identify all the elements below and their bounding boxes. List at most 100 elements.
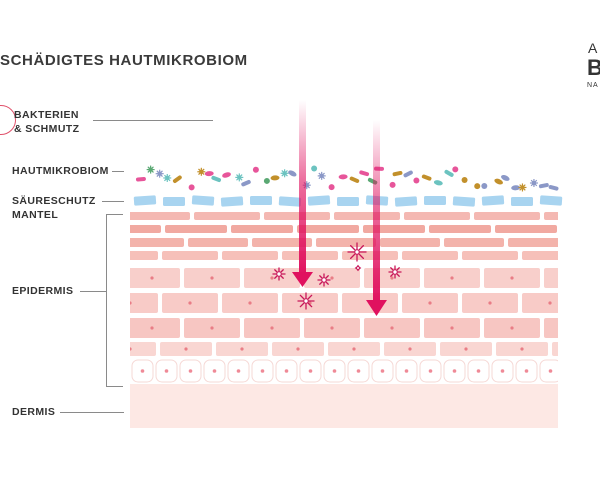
arrow-head-right bbox=[366, 300, 387, 316]
basal-cell-nucleus bbox=[524, 369, 529, 373]
epidermis-cell bbox=[252, 238, 312, 247]
epidermis-cell bbox=[297, 225, 359, 233]
bacterium-core bbox=[165, 175, 170, 181]
acid-mantle-segment bbox=[250, 196, 272, 205]
cell-nucleus bbox=[576, 347, 579, 350]
bacterium-spiky bbox=[280, 169, 289, 178]
bacterium-spiky bbox=[146, 165, 155, 174]
bacterium-oval bbox=[433, 180, 443, 186]
damage-burst-core bbox=[354, 249, 360, 255]
epidermis-cell bbox=[522, 293, 558, 313]
bacterium-coccus bbox=[252, 166, 259, 173]
epidermis-cell bbox=[522, 251, 558, 260]
epidermis-cell bbox=[495, 225, 557, 233]
cell-nucleus bbox=[184, 347, 188, 351]
basal-cell-nucleus bbox=[500, 369, 505, 373]
cell-nucleus bbox=[210, 326, 214, 330]
dermis-layer bbox=[130, 384, 558, 428]
bacterium-coccus bbox=[328, 184, 335, 191]
label-acid-mantle-line2: MANTEL bbox=[12, 209, 59, 221]
cell-nucleus bbox=[510, 326, 514, 330]
cell-nucleus bbox=[352, 347, 356, 351]
bacterium-spiky bbox=[163, 173, 172, 182]
cell-nucleus bbox=[270, 276, 274, 280]
bacterium-core bbox=[282, 171, 287, 176]
damage-burst-core bbox=[321, 277, 327, 283]
arrow-head-left bbox=[292, 272, 313, 287]
acid-mantle-segment bbox=[424, 196, 446, 205]
brand-letter-top: A bbox=[588, 40, 598, 56]
bacterium-core bbox=[531, 180, 537, 186]
epidermis-cell bbox=[165, 225, 227, 233]
epidermis-cell bbox=[474, 212, 540, 220]
epidermis-cell bbox=[404, 212, 470, 220]
bacterium-rod bbox=[172, 175, 182, 183]
epidermis-cell bbox=[334, 212, 400, 220]
bacterium-spiky bbox=[155, 169, 164, 178]
bacterium-core bbox=[237, 175, 242, 180]
acid-mantle-segment bbox=[481, 195, 505, 206]
damage-burst-core bbox=[356, 266, 360, 270]
bacterium-rod bbox=[538, 183, 549, 189]
cell-nucleus bbox=[510, 276, 514, 280]
epidermis-cell bbox=[194, 212, 260, 220]
epidermis-cell bbox=[130, 268, 180, 288]
bacterium-coccus bbox=[481, 182, 488, 189]
bacterium-spiky bbox=[235, 173, 244, 182]
bacterium-rod bbox=[135, 176, 146, 182]
bacterium-rod bbox=[421, 174, 432, 181]
arrow-shaft-left bbox=[299, 100, 306, 276]
label-microbiome: HAUTMIKROBIOM bbox=[12, 165, 109, 177]
acid-mantle-segment bbox=[452, 196, 476, 207]
label-bacteria: BAKTERIEN & SCHMUTZ bbox=[14, 108, 79, 136]
bacterium-oval bbox=[288, 170, 297, 177]
damage-markers bbox=[272, 242, 402, 310]
penetration-arrow-left bbox=[292, 100, 313, 287]
epidermis-cell bbox=[130, 225, 161, 233]
cell-nucleus bbox=[188, 301, 192, 305]
bacterium-oval bbox=[501, 175, 510, 181]
epidermis-cell bbox=[544, 318, 558, 338]
bacterium-oval bbox=[494, 178, 503, 185]
bacterium-oval bbox=[222, 172, 231, 178]
cell-nucleus bbox=[548, 301, 552, 305]
epidermis-cell bbox=[188, 238, 248, 247]
bacterium-core bbox=[199, 169, 204, 174]
epidermis-cell bbox=[264, 212, 330, 220]
cell-nucleus bbox=[330, 276, 334, 280]
bacterium-coccus bbox=[311, 165, 318, 172]
epidermis-cell bbox=[222, 251, 278, 260]
epidermis-cell bbox=[130, 342, 156, 356]
bacterium-oval bbox=[270, 175, 280, 181]
bacterium-coccus bbox=[263, 177, 270, 184]
cell-nucleus bbox=[450, 326, 454, 330]
label-acid-mantle-line1: SÄURESCHUTZ bbox=[12, 195, 96, 207]
bacterium-coccus bbox=[188, 184, 195, 191]
cell-nucleus bbox=[570, 276, 573, 279]
bacterium-oval bbox=[204, 171, 214, 177]
bacterium-core bbox=[157, 171, 162, 176]
damage-burst-icon bbox=[317, 273, 331, 287]
cell-nucleus bbox=[130, 347, 132, 351]
epidermis-cell bbox=[462, 251, 518, 260]
basal-cell-nucleus bbox=[260, 369, 265, 373]
acid-mantle-layer bbox=[133, 195, 563, 207]
bacterium-rod bbox=[241, 180, 251, 187]
bacterium-oval bbox=[511, 185, 521, 191]
basal-cell-nucleus bbox=[428, 369, 433, 373]
cell-nucleus bbox=[450, 276, 454, 280]
basal-cell-nucleus bbox=[284, 369, 289, 373]
arrow-shaft-right bbox=[373, 120, 380, 304]
brand-letter-main: B bbox=[587, 55, 600, 80]
acid-mantle-segment bbox=[539, 195, 563, 206]
epidermis-cell bbox=[130, 251, 158, 260]
bacterium-spiky bbox=[197, 167, 206, 176]
damage-burst-icon bbox=[388, 265, 402, 279]
acid-mantle-segment bbox=[337, 197, 359, 206]
damage-burst-icon bbox=[347, 242, 367, 262]
epidermis-cell bbox=[363, 225, 425, 233]
epidermis-cell bbox=[282, 251, 338, 260]
bacterium-rod bbox=[392, 170, 403, 177]
cell-nucleus bbox=[130, 301, 132, 305]
